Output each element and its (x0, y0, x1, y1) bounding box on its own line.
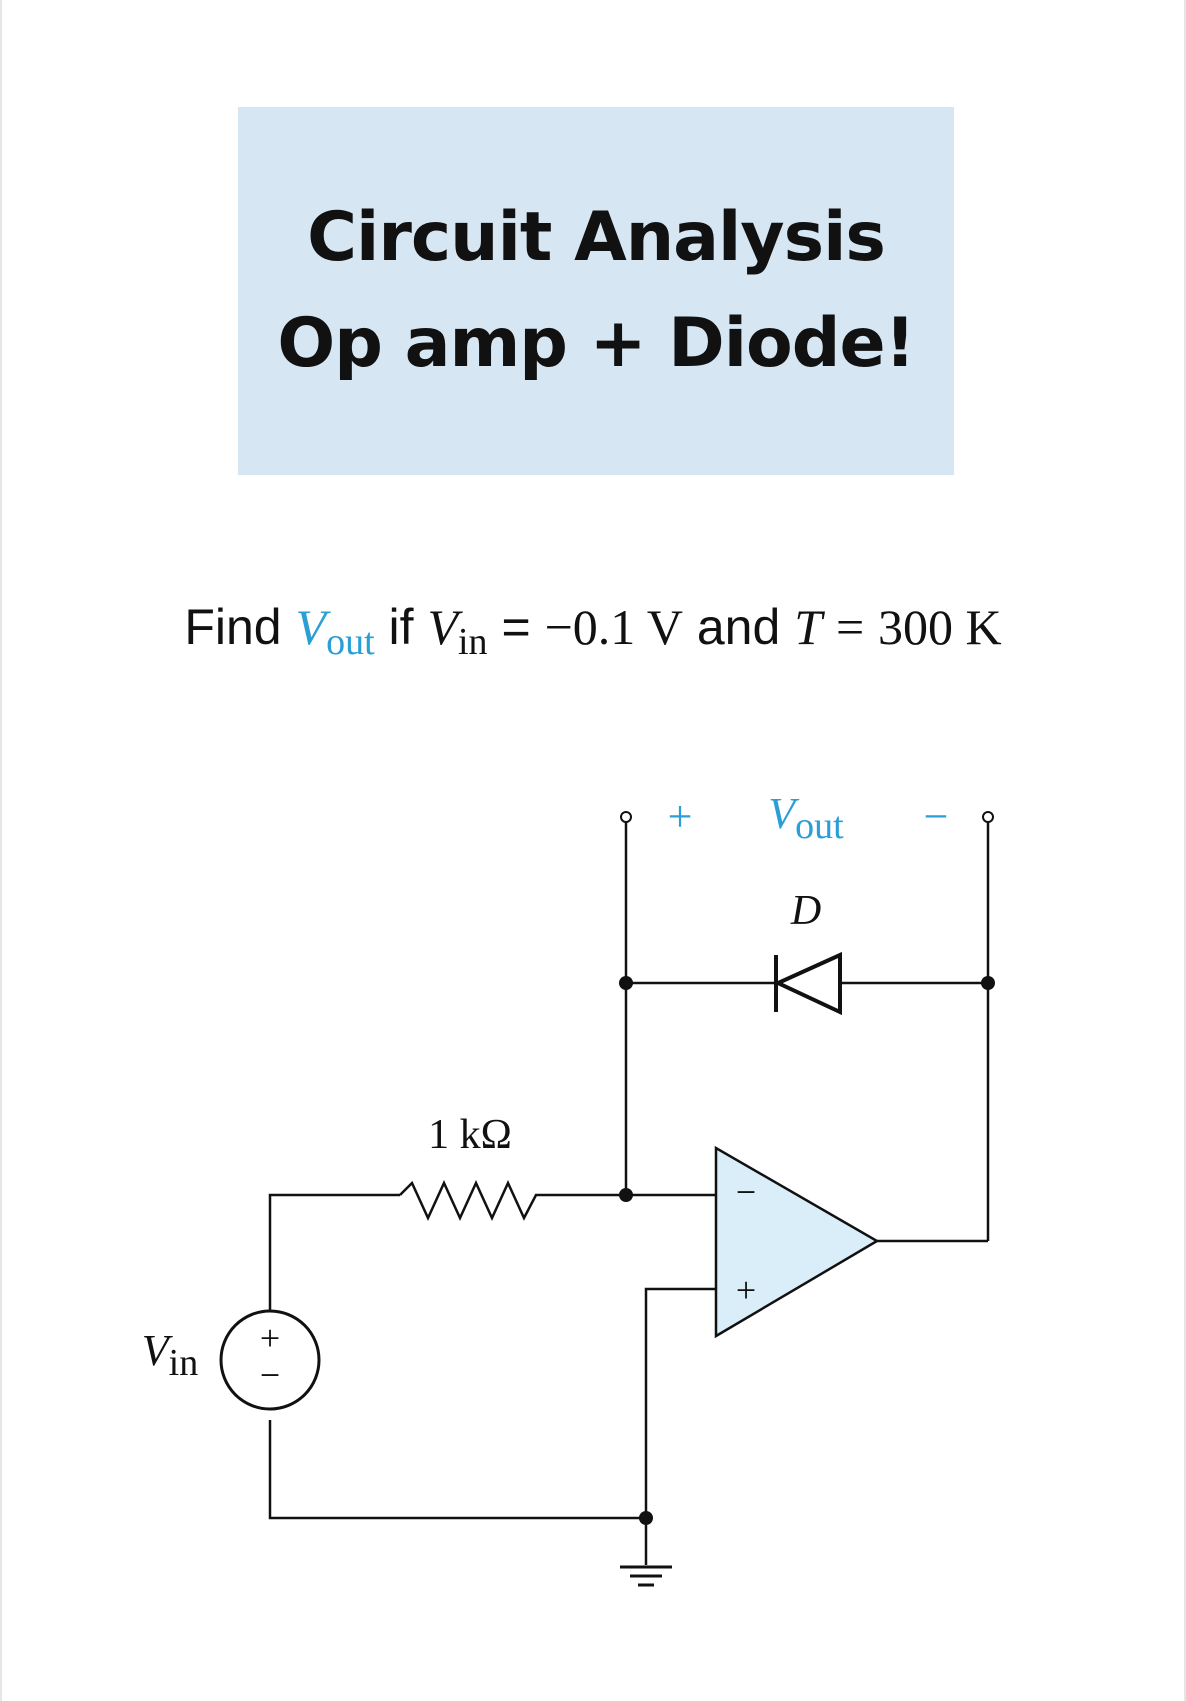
junction-diode-right (981, 976, 995, 990)
op-amp-noninverting-label: + (736, 1270, 756, 1310)
op-amp (714, 1145, 880, 1339)
diode-d (773, 951, 842, 1016)
vout-minus-label: − (924, 792, 949, 841)
problem-statement: Find Vout if Vin = −0.1 V and T = 300 K (0, 598, 1186, 664)
source-minus-label: − (260, 1355, 280, 1395)
right-border (1184, 0, 1186, 1701)
title-banner: Circuit Analysis Op amp + Diode! (238, 107, 954, 475)
vout-symbol: Vout (295, 599, 375, 663)
wire-vin-top (268, 1193, 400, 1340)
wire-noninverting-ground (644, 1287, 716, 1518)
title-line-2: Op amp + Diode! (277, 304, 915, 383)
junction-ground (639, 1511, 653, 1525)
op-amp-inverting-label: − (736, 1172, 756, 1212)
source-plus-label: + (260, 1318, 280, 1358)
ground-icon (620, 1565, 672, 1587)
junction-inverting (619, 1188, 633, 1202)
temperature-symbol: T (794, 599, 823, 655)
wire-vin-bottom (268, 1420, 646, 1520)
vin-value: −0.1 V (544, 599, 683, 655)
junction-diode-left (619, 976, 633, 990)
vin-label: Vin (142, 1326, 198, 1384)
vin-equals: = (501, 599, 531, 655)
vout-plus-label: + (668, 792, 693, 841)
vout-terminal-right (982, 811, 994, 823)
wires (268, 822, 990, 1565)
vout-label: Vout (768, 789, 844, 847)
vin-symbol: Vin (427, 599, 488, 663)
left-border (0, 0, 2, 1701)
resistor-1k (399, 1179, 548, 1222)
temperature-value: 300 K (878, 599, 1002, 655)
voltage-source (219, 1309, 321, 1411)
find-word: Find (184, 599, 282, 655)
title-line-1: Circuit Analysis (307, 198, 886, 277)
temperature-equals: = (835, 599, 865, 655)
resistor-label: 1 kΩ (428, 1112, 512, 1158)
if-word: if (388, 599, 414, 655)
and-word: and (696, 599, 781, 655)
vout-terminal-left (620, 811, 632, 823)
diode-label: D (790, 888, 821, 934)
